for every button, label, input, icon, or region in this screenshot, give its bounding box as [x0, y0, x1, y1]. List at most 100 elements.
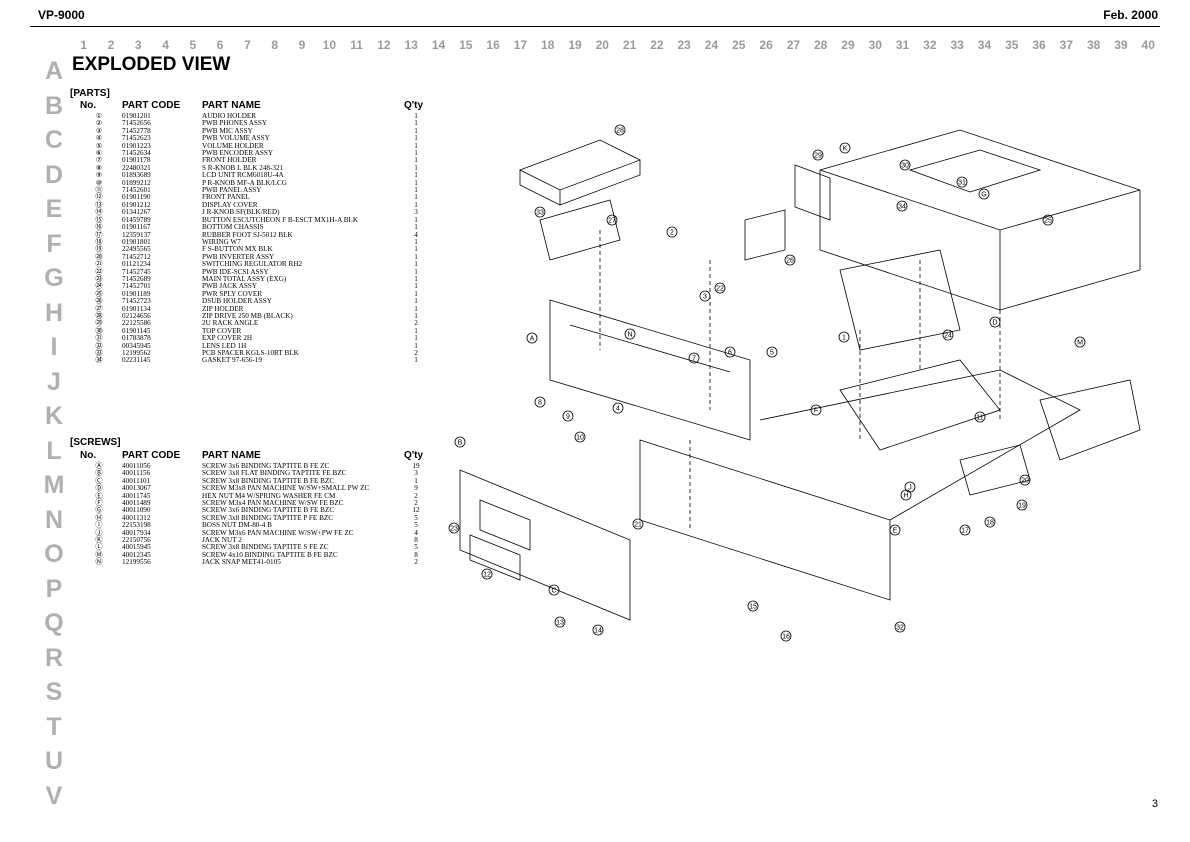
part-code: 01901190 [122, 193, 151, 202]
item-number: ㉚ [95, 326, 103, 335]
document-date: Feb. 2000 [1103, 8, 1158, 22]
grid-column-label: 16 [486, 38, 500, 52]
part-name: ZIP DRIVE 250 MB (BLACK) [202, 311, 293, 320]
quantity: 1 [414, 356, 418, 365]
callout-label: 19 [1018, 503, 1026, 510]
grid-column-label: 7 [244, 38, 251, 52]
grid-column-label: 24 [704, 38, 719, 52]
part-name: J R-KNOB SF(BLK/RED) [202, 208, 280, 217]
part-code: 01783878 [122, 334, 151, 343]
callout-circle [766, 346, 778, 358]
callout-label: 15 [749, 604, 757, 611]
quantity: 1 [414, 274, 418, 283]
item-number: Ⓜ [95, 550, 103, 559]
callout-circle [562, 410, 574, 422]
part-code: 22125586 [122, 319, 151, 328]
callout-label: 7 [692, 356, 696, 363]
item-number: ⑤ [95, 141, 103, 150]
callout-label: 10 [576, 435, 584, 442]
grid-column-label: 18 [541, 38, 555, 52]
zip-holder-outline [539, 199, 621, 261]
part-code: 71452745 [122, 267, 151, 276]
grid-row-label: O [44, 540, 64, 568]
grid-row-label: F [46, 229, 62, 258]
part-code: 02231145 [122, 356, 151, 365]
part-code: 40011745 [122, 491, 151, 500]
callout-circle [454, 436, 466, 448]
quantity: 19 [412, 462, 420, 470]
item-number: ⑮ [95, 215, 103, 224]
item-number: ⑭ [95, 208, 103, 217]
part-code: 71452623 [122, 134, 151, 143]
part-code: 40011090 [122, 506, 151, 515]
callout-label: E [893, 528, 898, 535]
callout-label: 13 [556, 620, 564, 627]
callout-label: 25 [1044, 218, 1052, 225]
display-window [479, 499, 531, 551]
grid-column-label: 22 [650, 38, 664, 52]
callout-circle [838, 331, 850, 343]
callout-label: 4 [616, 406, 620, 413]
callout-label: 24 [944, 333, 952, 340]
part-name: PCB SPACER KGLS-10RT BLK [202, 349, 299, 357]
callout-circle [1074, 336, 1086, 348]
part-name: LENS LED 1H [202, 341, 247, 350]
part-name: RUBBER FOOT SJ-5012 BLK [202, 230, 293, 239]
part-code: 22153198 [122, 521, 151, 530]
callout-circle [714, 282, 726, 294]
quantity: 1 [414, 297, 418, 306]
callout-circle [956, 176, 968, 188]
part-name: DISPLAY COVER [202, 200, 258, 209]
item-number: ⑬ [95, 200, 103, 209]
part-name: SCREW 3x8 BINDING TAPTITE S FE ZC [202, 543, 329, 552]
grid-column-label: 35 [1005, 38, 1019, 52]
grid-column-label: 9 [298, 38, 306, 52]
item-number: Ⓓ [95, 484, 103, 493]
part-code: 01899212 [122, 178, 151, 187]
quantity: 1 [414, 245, 418, 254]
callout-label: 14 [594, 628, 602, 635]
grid-column-label: 38 [1086, 38, 1101, 52]
model-name: VP-9000 [38, 8, 85, 22]
part-name: SCREW 3x6 BINDING TAPTITE B FE BZC [202, 506, 335, 515]
col-name: PART NAME [202, 100, 261, 111]
parts-heading: [PARTS] [70, 88, 110, 99]
grid-column-label: 31 [895, 38, 910, 52]
callout-label: J [908, 485, 912, 492]
quantity: 4 [414, 230, 418, 239]
part-name: BUTTON ESCUTCHEON F B-ESCT MX1H-A BLK [202, 215, 359, 224]
item-number: ㉗ [95, 304, 103, 313]
callout-circle [534, 396, 546, 408]
grid-column-label: 33 [950, 38, 964, 52]
grid-row-label: B [44, 91, 64, 120]
callout-label: 30 [901, 163, 909, 170]
grid-column-label: 40 [1141, 38, 1155, 52]
grid-column-label: 20 [595, 38, 609, 52]
grid-row-label: C [44, 126, 64, 154]
part-code: 00345945 [122, 341, 151, 350]
item-number: ⑩ [95, 178, 103, 187]
exp-cover-outline [908, 149, 1042, 193]
quantity: 1 [414, 141, 418, 150]
grid-column-label: 32 [923, 38, 937, 52]
front-panel-outline [459, 469, 631, 621]
part-code: 01901167 [122, 223, 151, 232]
part-code: 40012345 [122, 550, 151, 559]
callout-label: 1 [842, 335, 846, 342]
grid-row-label: N [44, 505, 64, 534]
grid-row-label: J [47, 367, 61, 396]
part-code: 22480321 [122, 163, 151, 172]
part-name: TOP COVER [202, 326, 242, 335]
